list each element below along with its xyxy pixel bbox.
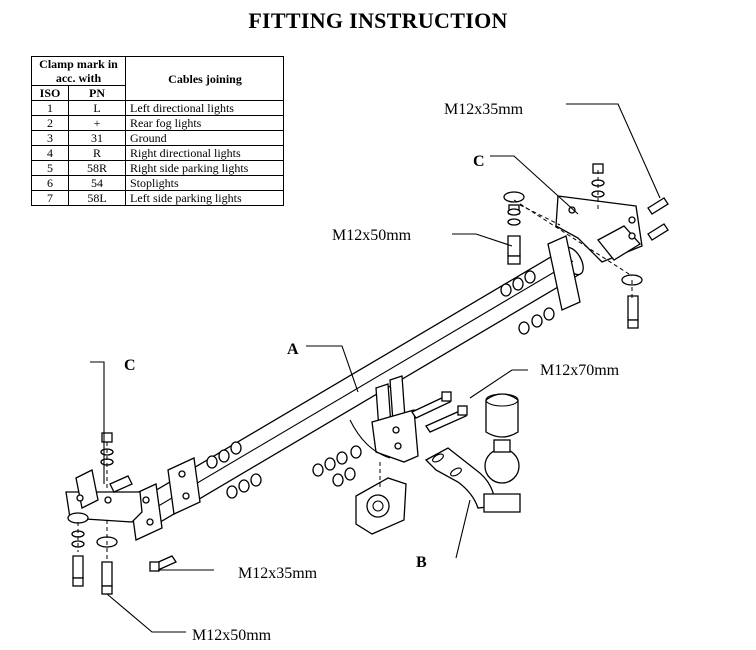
label-bolt-left-bottom: M12x50mm <box>192 627 272 644</box>
table-cell-pn: 31 <box>68 130 126 146</box>
table-cell-pn: 58L <box>68 190 126 206</box>
table-header-group: Clamp mark in acc. with <box>31 56 126 86</box>
table-cell-desc: Ground <box>125 130 284 146</box>
table-row: 7 58L Left side parking lights <box>31 190 284 206</box>
table-header-cables: Cables joining <box>125 56 284 101</box>
center-hardware <box>312 445 362 487</box>
right-bolt-stack <box>503 163 669 329</box>
right-bracket-c <box>547 195 643 311</box>
table-row: 3 31 Ground <box>31 130 284 146</box>
crossbar-nuts-right <box>500 270 555 335</box>
table-cell-iso: 7 <box>31 190 69 206</box>
socket-plate <box>355 462 407 535</box>
table-row: 6 54 Stoplights <box>31 175 284 191</box>
label-bolt-center: M12x70mm <box>540 362 620 379</box>
label-bolt-left-low: M12x35mm <box>238 565 318 582</box>
clamp-table: Clamp mark in acc. with Cables joining I… <box>31 56 284 206</box>
page-title: FITTING INSTRUCTION <box>248 8 508 33</box>
ball-mount-b <box>424 393 521 513</box>
table-cell-pn: 54 <box>68 175 126 191</box>
leader-lines <box>90 103 661 633</box>
table-cell-desc: Stoplights <box>125 175 284 191</box>
crossbar-plates-left <box>129 457 201 541</box>
crossbar-nuts-left <box>206 441 262 499</box>
table-cell-desc: Right side parking lights <box>125 160 284 176</box>
table-header-pn: PN <box>68 85 126 101</box>
label-bolt-right-mid: M12x50mm <box>332 227 412 244</box>
table-cell-desc: Right directional lights <box>125 145 284 161</box>
center-bolts <box>411 391 468 433</box>
label-c-right: C <box>473 153 485 170</box>
label-bolt-top: M12x35mm <box>444 101 524 118</box>
label-c-left: C <box>124 357 136 374</box>
center-bracket <box>349 375 419 463</box>
label-a: A <box>287 341 299 358</box>
table-cell-desc: Left side parking lights <box>125 190 284 206</box>
table-row: 4 R Right directional lights <box>31 145 284 161</box>
label-b: B <box>416 554 427 571</box>
